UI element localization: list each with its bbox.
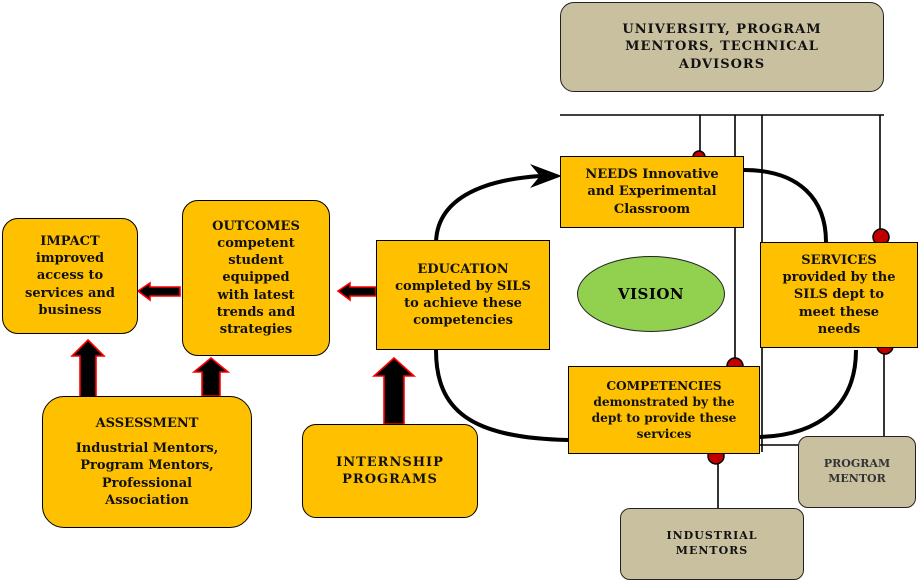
education-line: competencies [413,313,513,329]
cycle-arc-left-bottom [434,349,569,442]
competencies-line: dept to provide these [591,411,737,425]
internship-box: INTERNSHIP PROGRAMS [302,424,478,518]
impact-line: services and [25,285,115,301]
arrow-assessment-to-outcomes [191,356,231,397]
outcomes-line: strategies [219,321,293,337]
needs-box: NEEDS Innovative and Experimental Classr… [560,156,744,228]
needs-line: and Experimental [587,184,717,200]
services-line: SERVICES [801,253,877,269]
university-line: MENTORS, TECHNICAL [625,39,819,55]
assessment-line: Professional [101,475,193,491]
arrow-education-to-outcomes [336,281,377,302]
assessment-line: Industrial Mentors, [75,441,219,457]
vision-label: VISION [617,285,685,303]
arrow-assessment-to-impact [70,338,106,399]
education-line: EDUCATION [417,261,509,277]
assessment-line: Association [105,492,189,508]
vision-ellipse: VISION [577,256,725,332]
university-line: ADVISORS [678,56,766,72]
needs-line: Classroom [613,201,691,217]
internship-line: PROGRAMS [342,472,438,487]
services-line: SILS dept to [793,287,885,303]
internship-line: INTERNSHIP [336,454,444,470]
outcomes-box: OUTCOMES competent student equipped with… [182,200,330,356]
outcomes-line: equipped [222,270,290,286]
competencies-line: demonstrated by the [593,394,735,409]
services-line: needs [817,321,861,337]
impact-line: improved [35,251,105,267]
impact-box: IMPACT improved access to services and b… [2,218,138,334]
program-mentor-line: MENTOR [828,472,886,485]
services-box: SERVICES provided by the SILS dept to me… [760,242,918,348]
industrial-mentors-plaque: INDUSTRIAL MENTORS [620,508,804,580]
competencies-line: services [636,427,692,442]
program-mentor-plaque: PROGRAM MENTOR [798,436,916,508]
impact-line: access to [36,268,104,284]
assessment-title: ASSESSMENT [95,416,199,432]
arrow-outcomes-to-impact [136,281,181,302]
education-line: completed by SILS [395,278,531,294]
needs-line: NEEDS Innovative [585,167,719,183]
assessment-line: Program Mentors, [80,458,214,474]
services-line: provided by the [782,270,896,286]
impact-line: business [38,302,102,318]
industrial-mentors-line: MENTORS [675,544,749,557]
outcomes-line: competent [217,236,295,252]
outcomes-line: student [228,253,284,269]
competencies-line: COMPETENCIES [606,378,722,393]
competencies-box: COMPETENCIES demonstrated by the dept to… [568,366,760,454]
impact-line: IMPACT [40,234,100,250]
cycle-arc-right-bottom [759,349,858,439]
cycle-arrowhead [530,164,562,188]
cycle-arc-right-top [743,168,828,243]
arrow-internship-to-education [371,356,417,425]
assessment-box: ASSESSMENT Industrial Mentors, Program M… [42,396,252,528]
outcomes-line: trends and [216,304,296,320]
industrial-mentors-line: INDUSTRIAL [666,529,758,543]
education-line: to achieve these [404,296,522,311]
services-line: meet these [798,304,880,320]
outcomes-line: with latest [217,287,295,303]
cycle-arc-left-top [434,174,541,245]
outcomes-line: OUTCOMES [212,218,300,234]
university-mentors-box: UNIVERSITY, PROGRAM MENTORS, TECHNICAL A… [560,2,884,92]
education-box: EDUCATION completed by SILS to achieve t… [376,240,550,350]
program-mentor-line: PROGRAM [823,457,891,471]
university-line: UNIVERSITY, PROGRAM [622,22,822,38]
